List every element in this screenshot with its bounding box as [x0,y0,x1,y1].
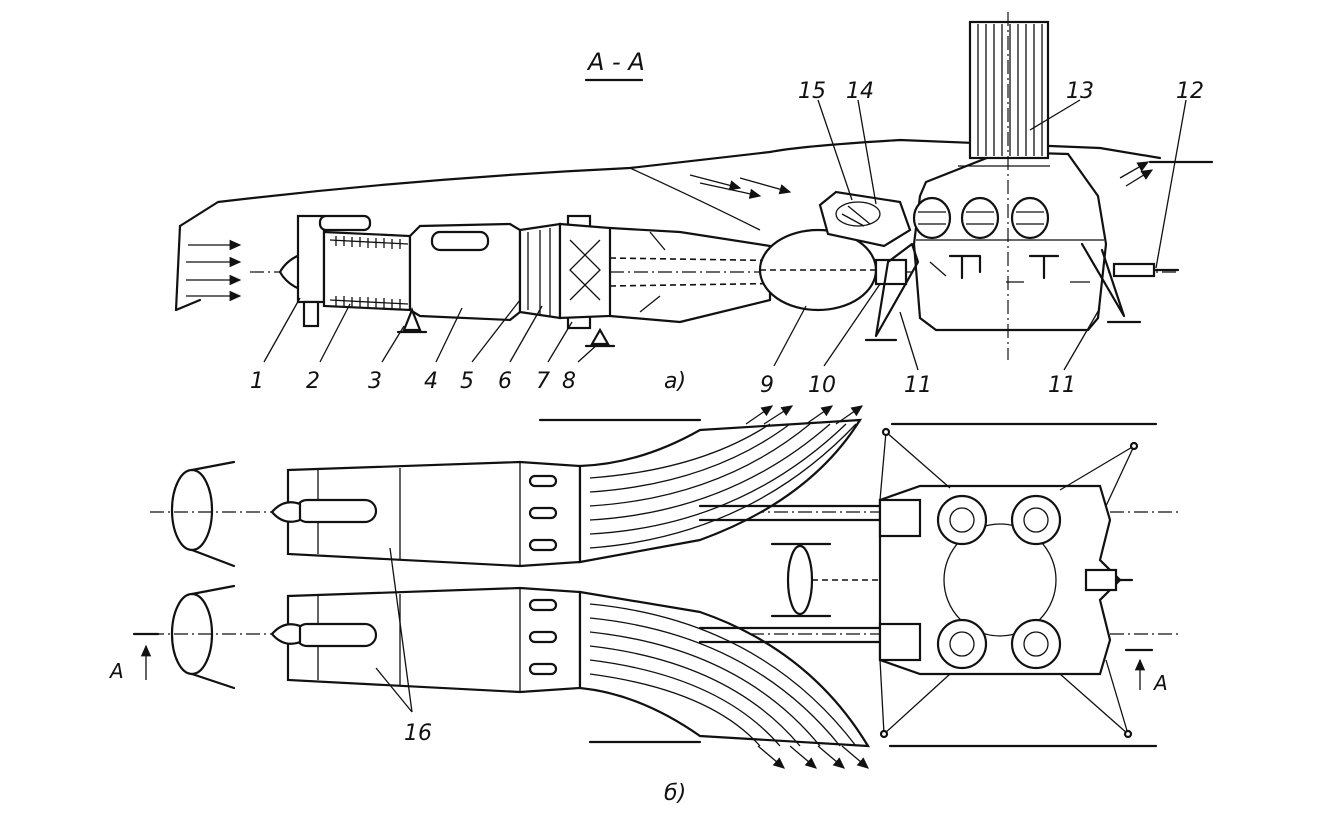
exhaust-duct [608,226,772,324]
plan-bracing-struts [879,427,1139,739]
free-turbine-casing [558,222,612,320]
gearbox-gears [912,196,1050,240]
intake-airflow-arrows [186,239,242,302]
lower-drive-shaft [698,626,882,644]
leader-lines [263,99,1187,371]
callout-12: 12 [1176,79,1204,104]
gear [1010,618,1062,670]
upper-exhaust-vanes [589,423,857,549]
section-title: A - A [586,48,645,76]
exhaust-ejector-body [758,228,878,312]
gear [936,618,988,670]
side-section-view: A - A [174,12,1214,398]
airflow-arrow [689,174,742,191]
callout-7: 7 [536,369,550,394]
upper-exhaust-duct [578,418,863,564]
gear [936,494,988,546]
callout-5: 5 [460,369,474,394]
callout-11-left: 11 [904,373,932,398]
upper-drive-shaft [698,504,882,522]
airflow-arrow [1125,169,1154,187]
accessory-housing [318,214,372,232]
callout-11-right: 11 [1048,373,1076,398]
gearbox-internal-shafts [929,254,1090,283]
callouts-view-a: 1 2 3 4 5 6 7 8 a) 9 10 11 11 12 13 14 1… [250,79,1204,398]
inlet-lug [302,300,320,328]
callout-1: 1 [250,369,264,394]
callout-14: 14 [846,79,874,104]
leader-16-b [375,667,413,713]
upper-input-housing [878,498,922,538]
section-marker-left: A [108,632,160,683]
plan-gears [936,494,1062,670]
upper-airflow-arrows [689,161,1154,199]
compressor-blade-rows [335,236,401,309]
callout-2: 2 [306,369,320,394]
drive-shaft [609,257,871,287]
lower-exhaust-vanes [589,603,857,747]
callout-8: 8 [562,369,576,394]
callout-3: 3 [368,369,382,394]
lower-engine-accessory [294,622,378,648]
support-mount [402,307,422,332]
support-mount [590,327,610,346]
brake-disk [786,544,814,616]
lower-exhaust-arrows [757,745,869,769]
inlet-frame [296,214,326,304]
callout-4: 4 [424,369,438,394]
callout-16: 16 [404,721,432,746]
oil-cooler-fins [841,205,871,227]
upper-intake-lines [190,460,236,568]
shaft-coupling [874,258,908,286]
gear [1010,196,1050,240]
leader-16-a [389,547,413,713]
airflow-arrow [739,177,792,195]
combustor-window [430,230,490,252]
lower-input-housing [878,622,922,662]
callout-6: 6 [498,369,512,394]
gear [960,196,1000,240]
view-a-label: a) [664,369,686,394]
main-rotor-shaft [968,20,1050,160]
rotor-shaft-splines [977,24,1043,156]
compressor-blades [329,239,409,305]
main-gearbox-housing [912,150,1108,332]
airflow-arrow [699,182,762,199]
gearbox-strut [874,242,920,338]
upper-exhaust-arrows [745,405,864,425]
callout-13: 13 [1066,79,1094,104]
callout-10: 10 [808,373,836,398]
upper-engine-spinner [270,501,302,523]
exhaust-struts [639,231,666,313]
intake-lip [174,224,182,312]
tail-rotor-drive-flange [1112,262,1156,278]
lower-engine-spinner [270,623,302,645]
inner-fairing-line [629,167,761,231]
gear [912,196,952,240]
oil-cooler-fan [835,201,881,227]
free-turbine-detail [569,239,601,301]
intake-lower-lip [174,298,202,312]
tail-output [1084,568,1118,592]
nacelle-upper-fairing [178,138,1162,228]
upper-intake-ellipse [170,468,214,552]
support-struts [396,242,1142,348]
airflow-arrow [1119,161,1150,179]
callout-15: 15 [798,79,826,104]
lower-intake-lines [190,584,236,690]
gearbox-strut [1080,242,1126,318]
upper-engine-accessory [294,498,378,524]
gearbox-center-ring [943,523,1057,637]
section-marker-right-label: A [1152,671,1168,695]
section-marker-left-label: A [108,659,124,683]
callout-9: 9 [760,373,774,398]
view-b-label: б) [664,781,686,806]
gear [1010,494,1062,546]
turbine-stages [527,228,551,316]
section-marker-right: A [1124,648,1168,695]
plan-view: A A 16 б) [108,405,1180,806]
